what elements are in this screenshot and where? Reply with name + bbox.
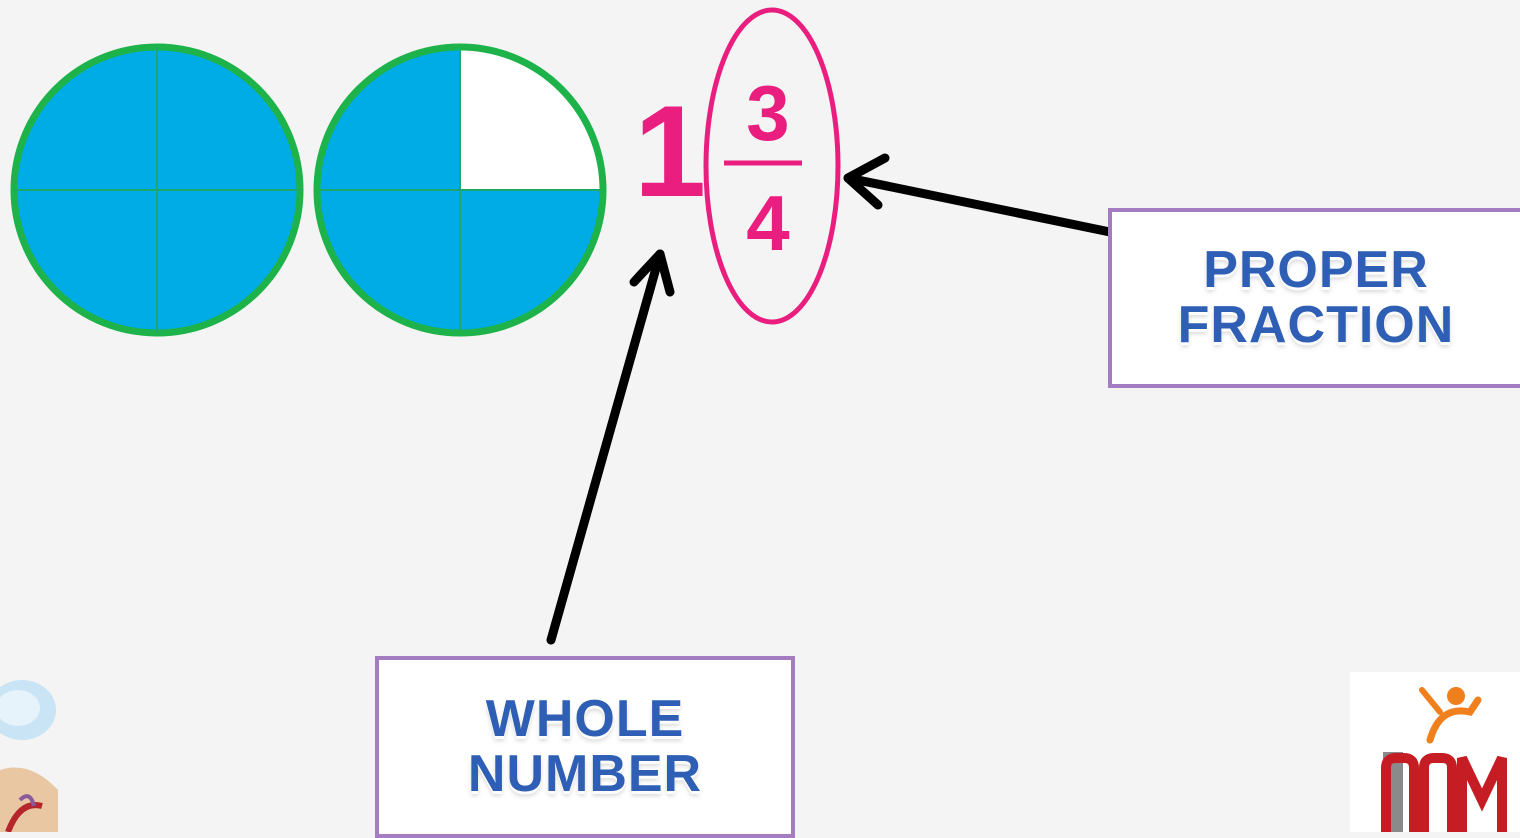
denominator-digit: 4 <box>746 179 789 267</box>
whole-number-digit: 1 <box>634 78 706 224</box>
whole-number-label: WHOLE NUMBER <box>375 656 795 838</box>
whole-number-line-1: WHOLE <box>485 690 685 749</box>
circle-part-border <box>313 43 607 337</box>
proper-fraction-line-2: FRACTION <box>1177 296 1455 354</box>
numerator-digit: 3 <box>746 69 789 157</box>
arrow-to-fraction <box>843 153 1115 237</box>
odm-logo-icon <box>1350 672 1520 832</box>
arrow-to-whole <box>546 249 675 645</box>
proper-fraction-label: PROPER FRACTION <box>1108 208 1520 388</box>
circle-unshaded-quarter <box>460 47 603 190</box>
whole-number-line-2: NUMBER <box>467 745 703 803</box>
book-logo-icon <box>0 680 58 832</box>
circle-three-quarters <box>313 43 607 337</box>
fraction-highlight-ellipse <box>703 7 841 325</box>
circle-whole <box>10 43 304 337</box>
proper-fraction-line-1: PROPER <box>1203 241 1429 300</box>
